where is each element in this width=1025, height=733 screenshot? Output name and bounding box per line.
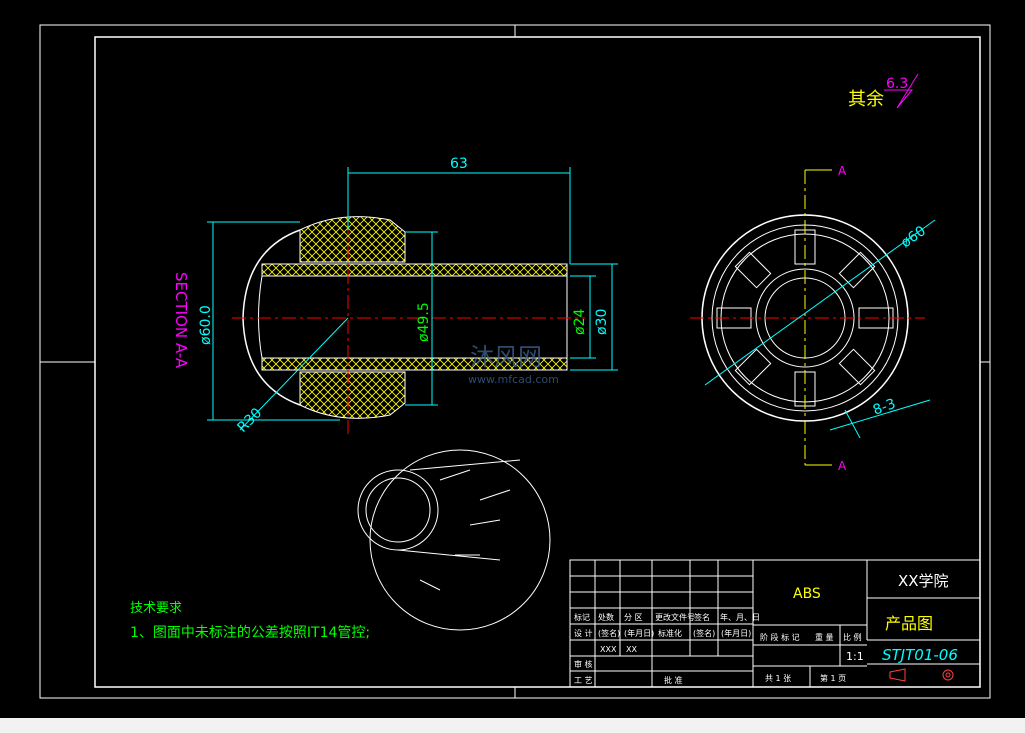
tb-h-review: 审 核 <box>574 659 593 669</box>
tb-h-date: 年、月、日 <box>720 612 760 622</box>
tb-h-process: 工 艺 <box>574 676 593 685</box>
roughness-prefix: 其余 <box>848 89 884 110</box>
tb-sheet-no: 第 1 页 <box>820 673 846 683</box>
tb-drawing-title: 产品图 <box>885 614 933 633</box>
tb-h-weight: 重 量 <box>815 632 834 642</box>
cad-drawing: 其余 6.3 63 ø60.0 ø49.5 <box>39 24 991 699</box>
tb-h-sign2: (签名) <box>598 628 620 638</box>
iso-view <box>357 449 551 631</box>
tb-h-count: 处数 <box>598 612 614 622</box>
dim-bore1: ø24 <box>572 309 588 335</box>
watermark-site: 沐风网 <box>470 343 542 371</box>
tb-scale: 1:1 <box>846 650 864 663</box>
section-hatch-body <box>299 216 406 263</box>
section-tube-top <box>261 263 568 277</box>
tb-h-stage: 阶 段 标 记 <box>760 632 800 642</box>
tb-h-date2: (年月日) <box>624 628 654 638</box>
end-view: A A ø60 8-3 <box>690 164 936 473</box>
tb-drawing-number: STJT01-06 <box>882 646 958 664</box>
tb-h-mark: 标记 <box>574 612 590 622</box>
tb-h-design: 设 计 <box>574 628 593 638</box>
dim-length: 63 <box>450 156 468 172</box>
tech-notes-line1: 1、图面中未标注的公差按照IT14管控; <box>130 625 370 641</box>
section-mark-top: A <box>838 164 847 178</box>
section-view: 63 ø60.0 ø49.5 ø24 ø30 R30 SECTION A-A <box>172 156 618 436</box>
dim-diameter: ø60.0 <box>198 305 214 345</box>
roughness-value: 6.3 <box>886 76 908 92</box>
bottom-strip <box>0 718 1025 733</box>
tb-h-doc: 更改文件号 <box>655 612 695 622</box>
tb-designer: XXX <box>600 645 617 654</box>
tb-material: ABS <box>793 586 821 602</box>
dim-radius: R30 <box>235 405 266 436</box>
section-label: SECTION A-A <box>172 272 190 369</box>
tb-h-sign: 签名 <box>694 612 710 622</box>
tb-h-zone: 分 区 <box>624 613 643 622</box>
tb-design-date: XX <box>626 645 637 654</box>
tb-h-approve: 批 准 <box>664 675 683 685</box>
title-block: 标记 处数 分 区 更改文件号 签名 年、月、日 设 计 (签名) (年月日) … <box>569 559 981 688</box>
tb-h-date3: (年月日) <box>721 628 751 638</box>
dim-inner: ø49.5 <box>416 302 432 342</box>
section-mark-bottom: A <box>838 459 847 473</box>
roughness-symbol: 其余 6.3 <box>848 73 919 110</box>
projection-symbol <box>889 668 954 682</box>
tb-sheets-total: 共 1 张 <box>765 674 791 683</box>
drawing-canvas: 其余 6.3 63 ø60.0 ø49.5 <box>0 0 1025 718</box>
dim-ribs: 8-3 <box>871 396 898 419</box>
tb-h-scale: 比 例 <box>843 632 862 642</box>
section-hatch-body-bottom <box>299 371 406 419</box>
dim-bore2: ø30 <box>594 309 610 335</box>
tb-h-sign3: (签名) <box>693 628 715 638</box>
tb-h-std: 标准化 <box>658 628 682 638</box>
tech-notes-title: 技术要求 <box>130 601 182 616</box>
tb-company: XX学院 <box>898 572 949 590</box>
watermark-url: www.mfcad.com <box>468 373 559 386</box>
